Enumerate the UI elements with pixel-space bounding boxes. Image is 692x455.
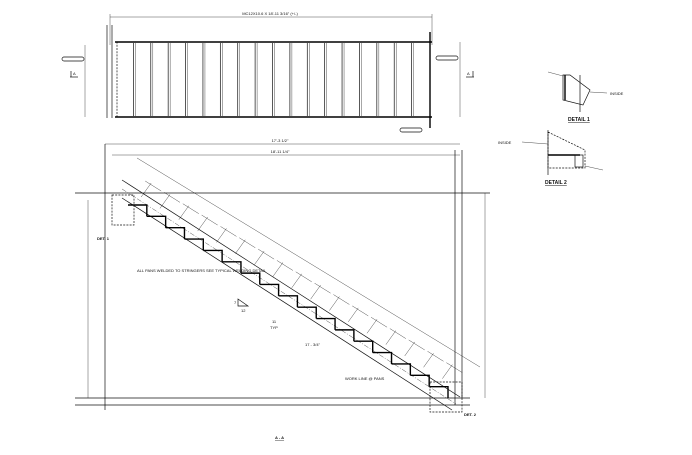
step-dimension-tick [389, 328, 406, 339]
svg-text:A - A: A - A [275, 435, 284, 440]
stringer-top [121, 179, 461, 398]
step-pan [410, 374, 430, 387]
svg-text:INSIDE: INSIDE [498, 140, 512, 145]
step-leader [197, 216, 208, 232]
step-dimension-tick [201, 214, 218, 226]
step-pan [429, 385, 449, 398]
tag-bubble [399, 127, 423, 133]
step-dimension-tick [182, 203, 199, 214]
step-pan [222, 261, 242, 274]
step-leader [159, 194, 171, 209]
stringer-bottom [121, 197, 453, 411]
step-dimension-tick [408, 339, 425, 351]
step-pan [372, 351, 393, 364]
step-pan [165, 227, 186, 240]
svg-text:11: 11 [272, 319, 277, 324]
svg-text:12: 12 [241, 308, 246, 313]
step-dimension-tick [427, 351, 444, 362]
pan-dividers [133, 43, 414, 116]
step-leader [272, 262, 284, 277]
step-pan [203, 249, 223, 262]
diagonal-dimension [136, 157, 481, 368]
step-leader [329, 296, 340, 311]
step-leader [348, 307, 359, 322]
step-pan [391, 363, 412, 376]
svg-text:A: A [73, 71, 76, 76]
step-pan [335, 329, 355, 342]
svg-text:17'-3 1/2": 17'-3 1/2" [272, 138, 289, 143]
detail-2: INSIDE DETAIL 2 [498, 130, 604, 186]
step-pan [278, 295, 299, 308]
step-leader [310, 285, 321, 300]
slope-triangle [237, 298, 250, 307]
step-dimension-tick [352, 305, 369, 317]
step-dimension-tick [314, 283, 331, 294]
step-leader [366, 319, 378, 334]
det1-region [111, 194, 135, 226]
stringer-label: MC12X10.6 X 18'-11 3/16" (+/-) [242, 11, 298, 16]
tag-bubble [435, 55, 459, 61]
tag-bubble [61, 56, 85, 62]
step-pan [353, 340, 374, 353]
step-pan [297, 306, 317, 319]
step-leader [141, 182, 152, 198]
detail-1: INSIDE DETAIL 1 [547, 71, 624, 123]
pan-outline [116, 41, 431, 118]
section-marker-right: A [466, 71, 474, 78]
step-dimension-tick [370, 317, 388, 328]
step-leader [385, 330, 397, 345]
step-dimension-tick [446, 362, 463, 373]
pan-note: ALL PANS WELDED TO STRINGERS SEE TYPICAL… [137, 268, 267, 273]
step-pan [240, 272, 261, 285]
svg-text:DET. 1: DET. 1 [97, 236, 110, 241]
section-marker-left: A [70, 71, 78, 78]
step-leader [235, 239, 246, 254]
step-leader [216, 228, 227, 243]
step-leader [291, 273, 302, 288]
svg-text:DET. 2: DET. 2 [464, 412, 477, 417]
step-leader [423, 353, 434, 368]
step-pan [259, 283, 280, 296]
step-pan [146, 215, 167, 228]
step-pan [316, 317, 336, 330]
step-dimension-tick [163, 192, 181, 203]
svg-text:DETAIL 1: DETAIL 1 [568, 117, 590, 123]
svg-text:WORK LINE @ PANS: WORK LINE @ PANS [345, 376, 385, 381]
svg-text:DETAIL 2: DETAIL 2 [545, 180, 567, 186]
svg-text:17 - 3/4": 17 - 3/4" [305, 342, 321, 347]
section-a-a: 17'-3 1/2" 18'-11 1/4" DET. 1 DET. 2 ALL… [75, 138, 490, 440]
step-dimension-tick [258, 248, 275, 260]
step-dimension-tick [295, 271, 312, 282]
step-dimension-tick [220, 226, 237, 237]
step-dimension-tick [239, 237, 256, 248]
step-dimension-tick [333, 294, 350, 305]
step-pans [128, 180, 463, 398]
step-pan [184, 238, 204, 251]
plan-view: MC12X10.6 X 18'-11 3/16" (+/-) A A [61, 11, 474, 133]
step-leader [178, 205, 189, 220]
det2-region [429, 381, 463, 413]
svg-text:7: 7 [234, 300, 237, 305]
svg-text:INSIDE: INSIDE [610, 91, 624, 96]
step-leader [442, 364, 453, 379]
step-leader [404, 341, 415, 357]
step-dimension-tick [276, 260, 294, 271]
step-dimension-tick [145, 180, 162, 192]
step-pan [128, 204, 148, 217]
step-leader [253, 251, 265, 266]
svg-text:18'-11 1/4": 18'-11 1/4" [271, 149, 290, 154]
svg-text:TYP: TYP [270, 325, 278, 330]
svg-text:A: A [467, 71, 470, 76]
